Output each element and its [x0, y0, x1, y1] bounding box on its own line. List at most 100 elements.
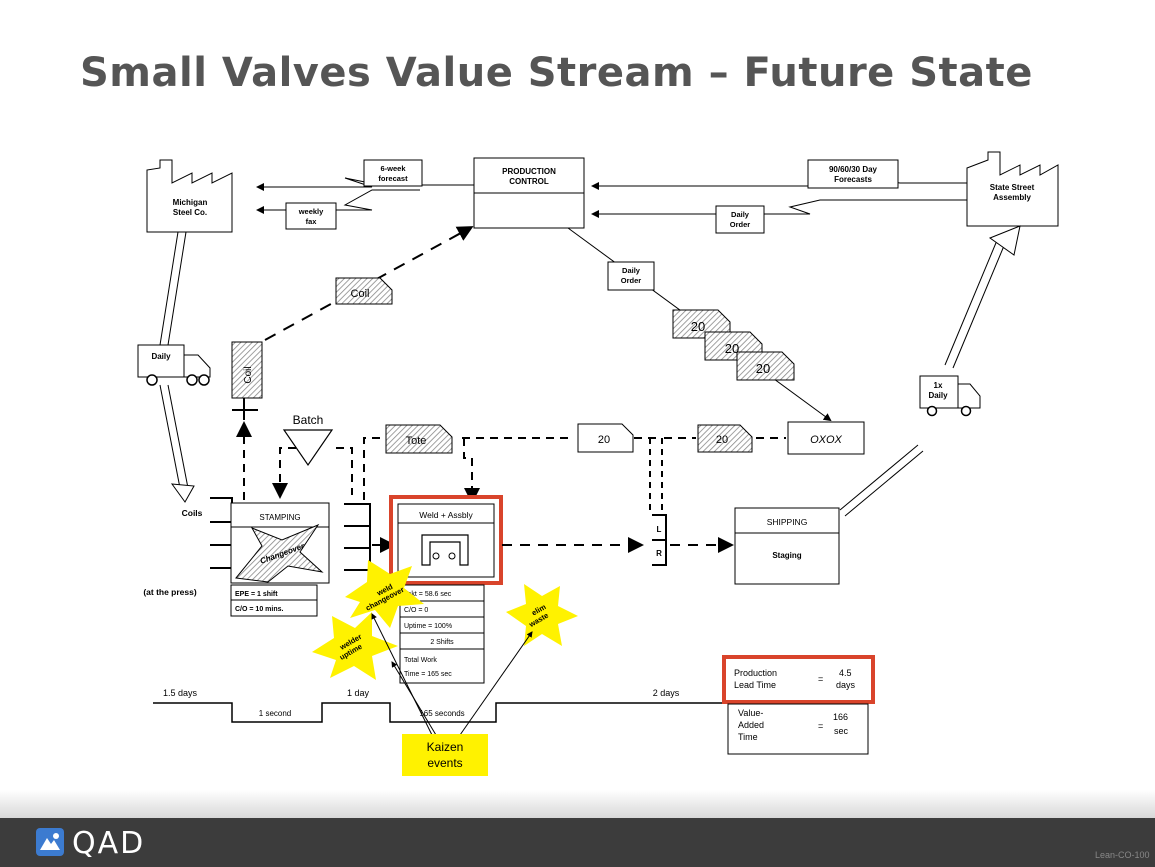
svg-text:Staging: Staging [772, 551, 801, 560]
slide-code: Lean-CO-100 [1095, 850, 1150, 860]
svg-text:Lead Time: Lead Time [734, 680, 776, 690]
svg-text:Weld + Assbly: Weld + Assbly [419, 510, 473, 520]
svg-text:1 second: 1 second [259, 709, 291, 718]
svg-text:SHIPPING: SHIPPING [767, 517, 808, 527]
svg-text:(at the press): (at the press) [143, 587, 197, 597]
svg-text:1.5 days: 1.5 days [163, 688, 198, 698]
svg-text:Time: Time [738, 732, 758, 742]
svg-text:fax: fax [306, 217, 318, 226]
value-added-time-box: Value- Added Time = 166 sec [727, 703, 869, 755]
production-control-line2: CONTROL [509, 177, 549, 186]
svg-text:Order: Order [621, 276, 642, 285]
svg-text:20: 20 [691, 319, 705, 334]
svg-text:20: 20 [725, 341, 739, 356]
supplier-factory: Michigan Steel Co. [146, 159, 233, 233]
footer-brand: QAD [72, 826, 146, 861]
svg-text:C/O = 0: C/O = 0 [404, 607, 428, 614]
production-control-line1: PRODUCTION [502, 167, 556, 176]
svg-text:1x: 1x [934, 381, 943, 390]
svg-text:20: 20 [756, 361, 770, 376]
production-lead-time-box: Production Lead Time = 4.5 days [722, 655, 875, 704]
svg-text:Batch: Batch [293, 413, 324, 427]
svg-text:events: events [427, 756, 462, 770]
customer-factory: State Street Assembly [966, 151, 1059, 227]
coils-supermarket: Coils (at the press) [143, 497, 233, 597]
svg-text:Daily: Daily [928, 391, 948, 400]
svg-text:Takt = 58.6 sec: Takt = 58.6 sec [404, 591, 452, 598]
svg-text:=: = [818, 674, 823, 684]
supplier-name-line1: Michigan [173, 198, 208, 207]
heijunka-box: OXOX [787, 421, 865, 455]
footer-gradient [0, 790, 1155, 818]
outbound-truck: 1x Daily [919, 375, 981, 417]
svg-text:1 day: 1 day [347, 688, 370, 698]
inbound-truck: Daily [137, 344, 211, 386]
finished-goods-supermarket: L R [652, 514, 667, 566]
tote-kanban-loop: Tote 20 20 [363, 423, 786, 515]
svg-text:Uptime = 100%: Uptime = 100% [404, 623, 452, 630]
svg-text:20: 20 [598, 434, 610, 446]
weekly-fax-label: weekly fax [285, 202, 337, 230]
kaizen-burst-elim-waste: elim waste [506, 584, 578, 646]
svg-text:Kaizen: Kaizen [427, 740, 464, 754]
svg-text:Coil: Coil [351, 288, 370, 300]
stamping-supermarket [344, 503, 396, 571]
six-week-forecast-label: 6-week forecast [363, 159, 423, 187]
svg-text:2 Shifts: 2 Shifts [430, 639, 454, 646]
shipping-process: SHIPPING Staging [734, 507, 840, 585]
svg-text:Value-: Value- [738, 708, 763, 718]
svg-text:Coils: Coils [182, 508, 203, 518]
svg-text:Daily: Daily [622, 266, 641, 275]
svg-text:165 seconds: 165 seconds [419, 709, 464, 718]
svg-text:Coil: Coil [243, 366, 254, 383]
footer-bar [0, 818, 1155, 867]
kanban-batch-stack: 20 20 20 [672, 309, 795, 381]
customer-daily-order-label: Daily Order [715, 205, 765, 234]
svg-text:Tote: Tote [406, 435, 427, 447]
svg-text:Forecasts: Forecasts [834, 175, 872, 184]
svg-text:EPE = 1 shift: EPE = 1 shift [235, 591, 278, 598]
svg-text:forecast: forecast [378, 174, 408, 183]
kaizen-events-label: Kaizen events [402, 734, 488, 776]
svg-text:Daily: Daily [151, 352, 171, 361]
kaizen-burst-welder-uptime: welder uptime [312, 612, 398, 680]
production-control-box: PRODUCTION CONTROL [473, 157, 585, 229]
svg-text:sec: sec [834, 726, 849, 736]
coil-signal-flow: Coil [264, 226, 474, 341]
forecasts-label: 90/60/30 Day Forecasts [807, 159, 899, 189]
svg-text:OXOX: OXOX [810, 434, 842, 446]
svg-text:days: days [836, 680, 856, 690]
svg-text:STAMPING: STAMPING [259, 513, 300, 522]
svg-text:L: L [657, 525, 662, 534]
svg-text:166: 166 [833, 712, 848, 722]
svg-text:90/60/30 Day: 90/60/30 Day [829, 165, 878, 174]
svg-text:Total Work: Total Work [404, 657, 437, 664]
svg-text:C/O = 10 mins.: C/O = 10 mins. [235, 606, 283, 613]
coil-kanban-post: Coil [231, 341, 263, 420]
customer-name-line1: State Street [990, 183, 1035, 192]
svg-text:2 days: 2 days [653, 688, 680, 698]
kaizen-burst-weld-changeover: weld changeover [345, 560, 424, 628]
svg-text:4.5: 4.5 [839, 668, 852, 678]
supplier-name-line2: Steel Co. [173, 208, 207, 217]
customer-name-line2: Assembly [993, 193, 1031, 202]
slide-title: Small Valves Value Stream – Future State [80, 50, 1033, 96]
svg-text:R: R [656, 549, 662, 558]
qad-logo-icon [36, 828, 64, 856]
stamping-process: STAMPING Changeover [230, 502, 330, 584]
svg-text:Production: Production [734, 668, 777, 678]
svg-text:Added: Added [738, 720, 764, 730]
lead-time-ladder: 1.5 days 1 second 1 day 165 seconds 2 da… [153, 688, 722, 723]
shipment-arrow-inbound [159, 231, 195, 503]
weld-assembly-process: Weld + Assbly [389, 495, 503, 585]
kaizen-event-arrows [371, 613, 533, 736]
stamping-data-box: EPE = 1 shift C/O = 10 mins. [230, 584, 318, 617]
info-flow-customer [591, 171, 967, 218]
svg-text:weekly: weekly [298, 207, 324, 216]
svg-text:20: 20 [716, 434, 728, 446]
svg-text:Order: Order [730, 220, 751, 229]
shipment-arrow-outbound [839, 225, 1021, 517]
svg-text:Time = 165 sec: Time = 165 sec [404, 671, 452, 678]
